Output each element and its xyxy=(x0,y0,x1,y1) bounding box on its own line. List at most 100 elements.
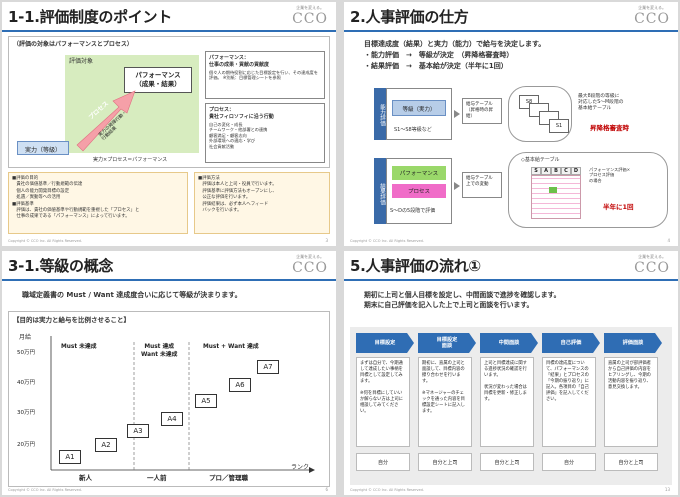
title-rule xyxy=(344,30,678,32)
slide-title: 5.人事評価の流れ① xyxy=(350,257,481,275)
result-eval-label: 結果評価 xyxy=(374,158,386,224)
flow-step-header: 目標設定 xyxy=(356,333,414,353)
arrow-icon xyxy=(454,182,460,190)
salary-table-title: ◇基本給テーブル xyxy=(521,157,560,163)
grade-box: A1 xyxy=(59,450,81,464)
flow-step-desc: 上司と目標達成に関する進捗状況の確認を行います。 状況が変わった場合は目標を更新… xyxy=(480,357,534,447)
x-axis-label: ランク xyxy=(291,464,310,471)
concept-panel: （評価の対象はパフォーマンスとプロセス） 評価対象 パフォーマンス （成果・結果… xyxy=(8,36,330,168)
slide-grade-concept: 3-1.等級の概念 企業を変える。 CCO 職域定義書の Must / Want… xyxy=(2,251,336,495)
salary-table-col: D xyxy=(571,167,581,175)
eval-target-label: 評価対象 xyxy=(69,58,94,65)
performance-bar: パフォーマンス xyxy=(392,166,446,180)
brand-logo: 企業を変える。 CCO xyxy=(634,254,670,276)
slide-title: 2.人事評価の仕方 xyxy=(350,8,469,26)
highlight-cell xyxy=(549,187,557,193)
eval-range: S～Dの5段階で評価 xyxy=(390,208,436,214)
title-rule xyxy=(344,279,678,281)
zone-label: Must + Want 達成 xyxy=(203,344,259,350)
flow-step-header: 目標設定 面談 xyxy=(418,333,476,353)
page-number: 3 xyxy=(325,238,328,243)
grade-box: A7 xyxy=(257,360,279,374)
rank-category: 新人 xyxy=(79,474,92,482)
salary-table-ref-1: 給与テーブル （昇格時の昇給） xyxy=(462,98,502,124)
grade-table-note: 最大8段階の等級に 対応したS～M段階の 基本給テーブル xyxy=(578,94,624,112)
y-tick-label: 20万円 xyxy=(17,442,35,448)
formula-label: 実力×プロセス＝パフォーマンス xyxy=(93,157,168,163)
salary-table-grid xyxy=(531,175,581,219)
copyright: Copyright © CCO Inc. All Rights Reserved… xyxy=(350,488,424,492)
page-number: 4 xyxy=(667,238,670,243)
flow-step-header: 中間面談 xyxy=(480,333,538,353)
slide-evaluation-method: 2.人事評価の仕方 企業を変える。 CCO 目標達成度（結果）と実力（能力）で給… xyxy=(344,2,678,246)
flow-step-desc: 直属の上司が部評価者から自己評価の内容をヒアリングし、今期の活動内容を振り返り、… xyxy=(604,357,658,447)
result-frame xyxy=(386,158,452,224)
y-tick-label: 40万円 xyxy=(17,380,35,386)
ability-frame xyxy=(386,88,452,140)
rank-category: 一人前 xyxy=(147,474,167,482)
rank-category: プロ／管理職 xyxy=(209,474,248,482)
brand-logo: 企業を変える。 CCO xyxy=(292,254,328,276)
performance-box: パフォーマンス （成果・結果） xyxy=(124,67,192,93)
arrow-icon xyxy=(454,110,460,118)
zone-label: Must 達成 Want 未達成 xyxy=(141,344,178,358)
grade-chart-panel: 【目的は実力と給与を比例させること】 月給 ランク 50万円 40万円 30万円 20… xyxy=(8,311,330,487)
grade-box: A3 xyxy=(127,424,149,438)
slide-title: 1-1.評価制度のポイント xyxy=(8,8,172,26)
y-axis-label: 月給 xyxy=(19,334,32,341)
flow-step-header: 自己評価 xyxy=(542,333,600,353)
ability-eval-label: 能力評価 xyxy=(374,88,386,140)
salary-table-note: パフォーマンス評価× プロセス評価 の場合 xyxy=(589,167,631,183)
flow-step-actor: 自分と上司 xyxy=(604,453,658,471)
grade-range: S1～S8等級など xyxy=(394,127,432,133)
scope-label: （評価の対象はパフォーマンスとプロセス） xyxy=(13,41,133,48)
y-tick-label: 50万円 xyxy=(17,350,35,356)
method-box: ■評価方法 評価は本人と上司・役員で行います。 評価基準に評価方法もオープンにし… xyxy=(194,172,330,234)
salary-table-col: C xyxy=(561,167,571,175)
promotion-timing: 昇降格審査時 xyxy=(590,124,629,132)
title-rule xyxy=(2,279,336,281)
flow-step-desc: 期初に、直属の上司と面談して、目標内容の擦り合わせを行います。 ※マネージャーの… xyxy=(418,357,472,447)
slide-evaluation-points: 1-1.評価制度のポイント 企業を変える。 CCO （評価の対象はパフォーマンス… xyxy=(2,2,336,246)
brand-logo: 企業を変える。 CCO xyxy=(292,5,328,27)
title-rule xyxy=(2,30,336,32)
grade-box: A4 xyxy=(161,412,183,426)
flow-intro: 期初に上司と個人目標を設定し、中間面談で進捗を確認します。 期末に自己評価を記入… xyxy=(364,291,561,309)
grade-axes xyxy=(50,336,315,473)
flow-step-actor: 自分 xyxy=(542,453,596,471)
y-tick-label: 30万円 xyxy=(17,410,35,416)
process-bar: プロセス xyxy=(392,184,446,198)
grade-box: 等級（実力） xyxy=(392,100,446,116)
ability-box: 実力（等級） xyxy=(17,141,69,155)
review-timing: 半年に1回 xyxy=(603,203,634,211)
salary-table-col: B xyxy=(551,167,561,175)
grade-box: A6 xyxy=(229,378,251,392)
flow-step-desc: まずは自分で、今期通して達成したい事柄を目標として設定してみます。 ※何を目標に… xyxy=(356,357,410,447)
flow-step-actor: 自分 xyxy=(356,453,410,471)
intro-text: 目標達成度（結果）と実力（能力）で給与を決定します。 xyxy=(364,40,546,48)
process-note: プロセス： 貴社フィロソフィに沿う行動 自己の変化・成長 チームワーク・他部署と… xyxy=(205,103,325,163)
slide-title: 3-1.等級の概念 xyxy=(8,257,114,275)
brand-logo: 企業を変える。 CCO xyxy=(634,5,670,27)
grade-box: A2 xyxy=(95,438,117,452)
salary-table-ref-2: 給与テーブル 上での変動 xyxy=(462,172,502,198)
flow-step-actor: 自分と上司 xyxy=(418,453,472,471)
page-number: 13 xyxy=(664,487,670,492)
flow-step-actor: 自分と上司 xyxy=(480,453,534,471)
salary-table-col: S xyxy=(531,167,541,175)
page-number: 6 xyxy=(325,487,328,492)
flow-step-header: 評価面談 xyxy=(604,333,662,353)
grade-box: A5 xyxy=(195,394,217,408)
zone-label: Must 未達成 xyxy=(61,344,97,350)
ability-line: ・能力評価 → 等級が決定 （昇降格審査時） xyxy=(364,51,514,59)
performance-note: パフォーマンス： 仕事の成果・貢献の貢献度 個々人の期待役割に応じた目標設定を行… xyxy=(205,51,325,99)
flow-step-desc: 目標の達成度について、パフォーマンスの「結果」とプロセスの「今期の振り返り」に記… xyxy=(542,357,596,447)
purpose-box: ■評価の目的 貴社の価値基準／行動規範の伝達 個人の能力開発目標の設定 処遇／異… xyxy=(8,172,188,234)
result-line: ・結果評価 → 基本給が決定（半年に1回） xyxy=(364,62,508,70)
process-arrow xyxy=(76,90,136,152)
grade-heading: 【目的は実力と給与を比例させること】 xyxy=(13,316,130,324)
copyright: Copyright © CCO Inc. All Rights Reserved… xyxy=(8,239,82,243)
grade-callout: S8 S1 xyxy=(508,86,572,142)
